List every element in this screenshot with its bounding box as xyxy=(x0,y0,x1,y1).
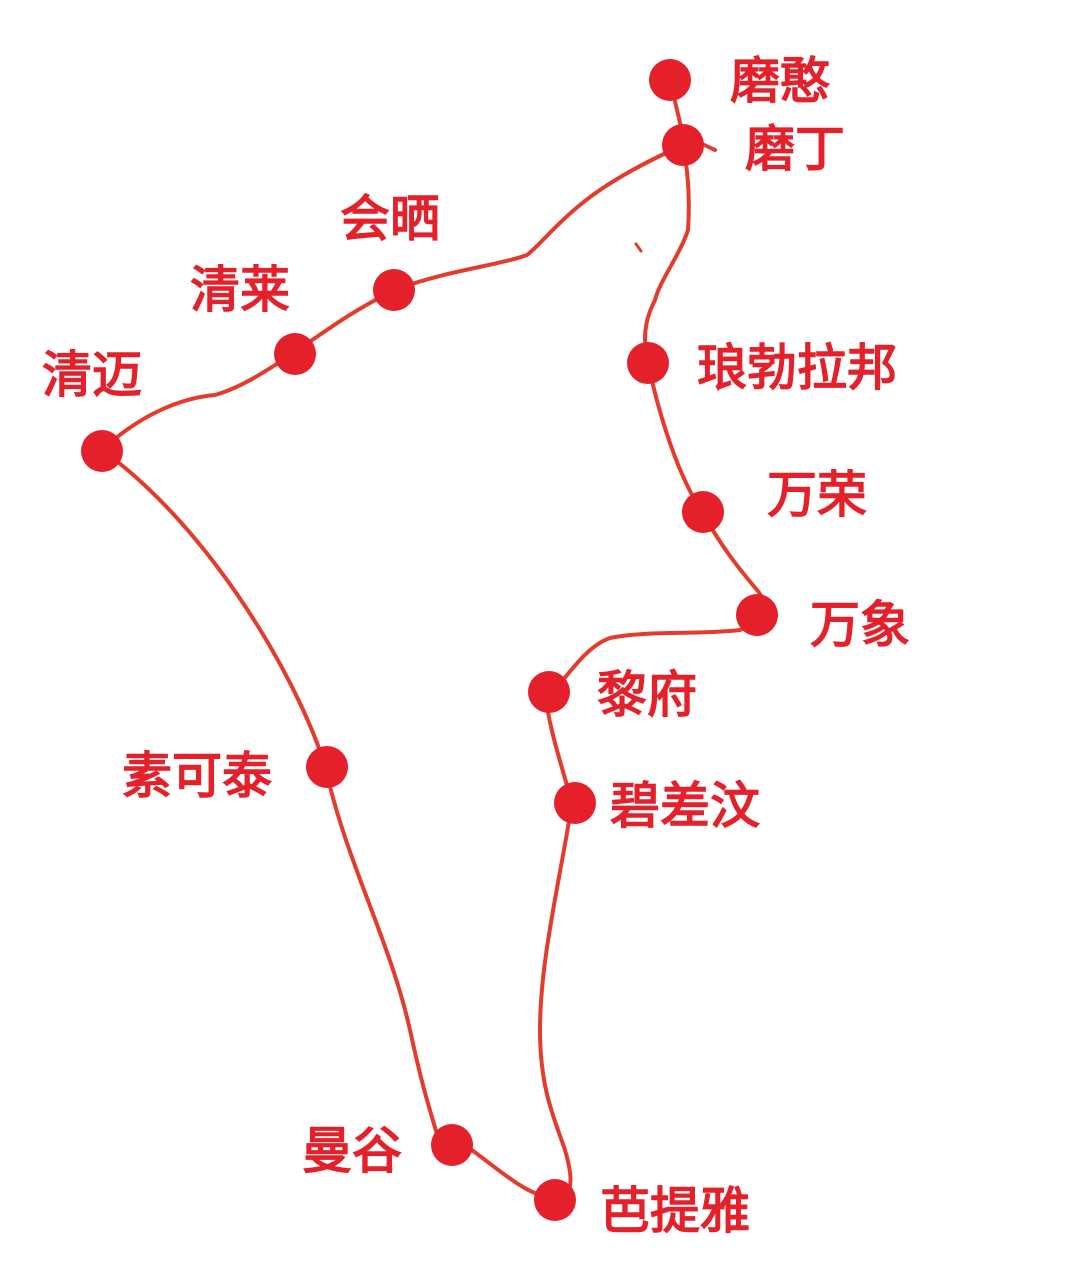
stop-dot-pakse xyxy=(554,782,596,824)
stop-dot-chiangrai xyxy=(274,333,316,375)
stop-label-pakse: 碧差汶 xyxy=(610,777,761,835)
stop-dot-boten xyxy=(662,124,704,166)
stop-label-chiangmai: 清迈 xyxy=(42,346,142,404)
stop-label-chiangrai: 清莱 xyxy=(190,261,290,319)
stop-dot-sukhothai xyxy=(306,746,348,788)
stop-labels: 磨憨 磨丁 会晒 清莱 清迈 素可泰 曼谷 芭提雅 碧差汶 黎府 万象 万荣 琅… xyxy=(42,52,910,1240)
stop-dot-luangprabang xyxy=(627,342,669,384)
stop-dot-vientiane xyxy=(736,594,778,636)
stop-label-huayxay: 会晒 xyxy=(340,190,440,248)
route-stray-mark xyxy=(634,242,643,253)
stop-dot-bangkok xyxy=(431,1124,473,1166)
stop-label-sukhothai: 素可泰 xyxy=(122,747,273,805)
stop-label-vientiane: 万象 xyxy=(810,596,910,654)
stop-dot-mohan xyxy=(649,59,691,101)
stop-dot-loei xyxy=(528,671,570,713)
stop-dots xyxy=(81,59,778,1221)
stop-label-luangprabang: 琅勃拉邦 xyxy=(697,339,897,397)
stop-label-pattaya: 芭提雅 xyxy=(600,1182,750,1240)
route-path xyxy=(100,80,765,1200)
stop-label-mohan: 磨憨 xyxy=(730,52,831,110)
stop-dot-vangvieng xyxy=(682,491,724,533)
stop-dot-huayxay xyxy=(373,269,415,311)
stop-label-bangkok: 曼谷 xyxy=(302,1122,402,1180)
stop-label-boten: 磨丁 xyxy=(745,120,845,178)
stop-dot-chiangmai xyxy=(81,430,123,472)
stop-label-loei: 黎府 xyxy=(597,666,697,724)
stop-dot-pattaya xyxy=(534,1179,576,1221)
stop-label-vangvieng: 万荣 xyxy=(767,466,867,524)
